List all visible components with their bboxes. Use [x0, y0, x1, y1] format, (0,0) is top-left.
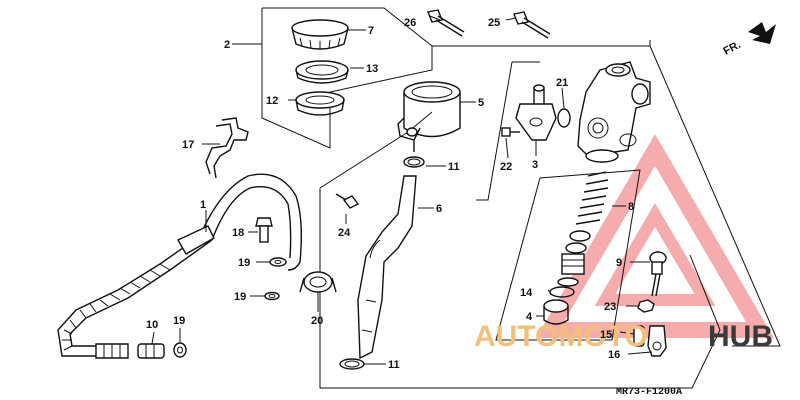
front-arrow-icon: [748, 22, 776, 44]
reservoir-hose: [357, 175, 417, 360]
master-cylinder-joint: [515, 84, 557, 141]
callout-24: 24: [338, 227, 351, 239]
callout-22: 22: [500, 161, 512, 173]
callout-8: 8: [628, 201, 634, 213]
front-label: FR.: [722, 39, 743, 58]
callout-7: 7: [368, 25, 374, 37]
joint-screw: [501, 127, 520, 137]
joint-pin: [633, 325, 645, 347]
diaphragm: [295, 91, 345, 116]
callout-16: 16: [608, 349, 620, 361]
hose-clamp: [299, 271, 337, 293]
callout-12: 12: [266, 95, 278, 107]
sealing-washer-upper: [269, 257, 287, 267]
callout-18: 18: [232, 227, 244, 239]
reservoir-bolt: [335, 193, 360, 209]
callout-20: 20: [311, 315, 323, 327]
callout-21: 21: [556, 77, 568, 89]
callout-4: 4: [526, 311, 533, 323]
hose-clip-lower: [339, 358, 365, 370]
bolt-25: [513, 11, 551, 39]
callout-11-lower: 11: [388, 359, 400, 371]
callout-19-upper: 19: [238, 257, 250, 269]
callout-labels: 2 7 13 12 5 11 6 11 17 1 18 19 19 20 24 …: [146, 17, 634, 371]
reservoir-tank: [397, 81, 461, 152]
callout-14: 14: [520, 287, 533, 299]
brake-hose: [57, 173, 303, 359]
callout-5: 5: [478, 97, 484, 109]
sealing-washer-lower: [264, 291, 280, 301]
master-cylinder-body: [577, 61, 651, 163]
hose-clip-upper: [403, 156, 425, 168]
callout-23: 23: [604, 301, 616, 313]
callout-25: 25: [488, 17, 500, 29]
watermark-brand: AUTOMOTO HUB: [474, 320, 773, 353]
cap-plate: [295, 60, 349, 84]
hose-stay: [205, 117, 249, 179]
reservoir-cap: [291, 19, 349, 50]
callout-26: 26: [404, 17, 416, 29]
bolt-26: [427, 9, 465, 37]
leader-lines: [151, 15, 653, 365]
callout-19-end: 19: [173, 315, 185, 327]
callout-1: 1: [200, 199, 206, 211]
callout-6: 6: [436, 203, 442, 215]
banjo-bolt: [255, 217, 273, 243]
callout-3: 3: [532, 159, 538, 171]
front-arrow-indicator: FR.: [722, 22, 776, 58]
rod-joint: [647, 325, 667, 357]
callout-9: 9: [616, 257, 622, 269]
callout-10: 10: [146, 319, 158, 331]
hose-joint: [137, 343, 165, 359]
callout-17: 17: [182, 139, 194, 151]
callout-11-upper: 11: [448, 161, 460, 173]
sealing-washer-end: [173, 342, 187, 358]
callout-15: 15: [600, 329, 612, 341]
push-rod: [649, 251, 667, 297]
o-ring: [557, 108, 571, 128]
lock-nut: [637, 299, 655, 313]
callout-13: 13: [366, 63, 378, 75]
diagram-code: MR73-F1200A: [616, 387, 682, 398]
piston-set: [557, 171, 609, 287]
watermark-brand-part1: AUTOMOTO: [474, 320, 648, 353]
piston-boot: [543, 299, 569, 325]
callout-2: 2: [224, 39, 230, 51]
callout-19-lower: 19: [234, 291, 246, 303]
watermark-brand-part2: HUB: [708, 320, 773, 353]
